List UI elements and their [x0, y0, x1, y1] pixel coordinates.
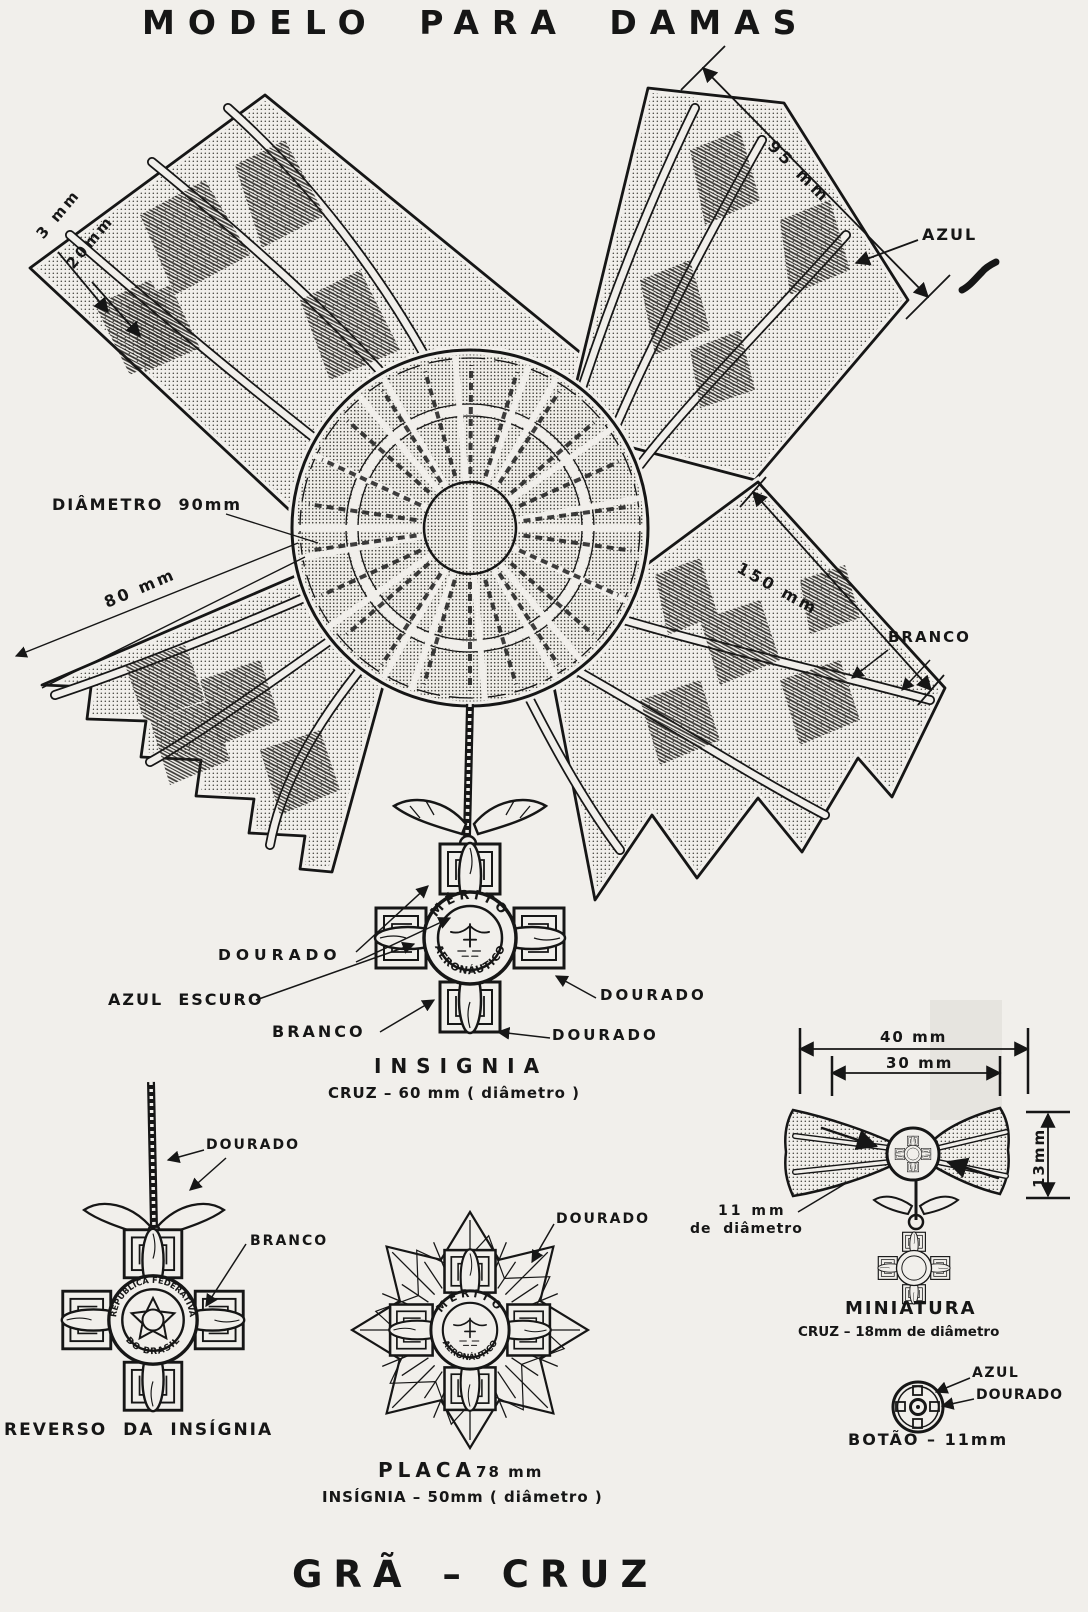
azul-botao-label: AZUL: [972, 1365, 1020, 1381]
dourado-right-upper-label: DOURADO: [600, 986, 707, 1004]
dim-11mm-label: 11 mm: [718, 1203, 787, 1219]
miniatura-subtitle: CRUZ – 18mm de diâmetro: [798, 1324, 1000, 1340]
branco-reverso-label: BRANCO: [250, 1233, 329, 1249]
diametro-90mm-label: DIÂMETRO 90mm: [52, 495, 243, 514]
reverso-title: REVERSO DA INSÍGNIA: [4, 1420, 274, 1440]
mini-bow-left-wing: [784, 1108, 897, 1198]
insignia-subtitle: CRUZ – 60 mm ( diâmetro ): [328, 1084, 580, 1102]
central-rosette: [287, 345, 653, 711]
placa-subtitle: INSÍGNIA – 50mm ( diâmetro ): [322, 1488, 603, 1506]
dourado-placa-label: DOURADO: [556, 1211, 651, 1227]
miniatura-drawing: [784, 1000, 1070, 1305]
insignia-reverse-drawing: REPÚBLICA FEDERATIVA DO BRASIL: [60, 1081, 247, 1413]
placa-drawing: MÉRITO AERONÁUTICO: [349, 1209, 591, 1451]
dim-30mm-label: 30 mm: [886, 1054, 954, 1072]
branco-right-label: BRANCO: [888, 628, 971, 646]
placa-size-text: 78 mm: [476, 1463, 544, 1481]
moire-patches: [95, 130, 860, 815]
dim-11mm-label-line2: de diâmetro: [690, 1221, 803, 1237]
botao-drawing: [891, 1377, 975, 1434]
dimension-lines-main: [14, 45, 1000, 706]
azul-label: AZUL: [922, 225, 978, 244]
placa-title-text: PLACA: [378, 1458, 477, 1482]
page-title: MODELO PARA DAMAS: [142, 3, 810, 42]
page-bottom-title: GRÃ – CRUZ: [292, 1553, 659, 1596]
azul-escuro-label: AZUL ESCURO: [108, 990, 264, 1009]
dourado-botao-label: DOURADO: [976, 1387, 1064, 1403]
wing-left: [391, 798, 468, 836]
branco-insignia-label: BRANCO: [272, 1022, 366, 1041]
dourado-right-lower-label: DOURADO: [552, 1026, 659, 1044]
dim-40mm-label: 40 mm: [880, 1028, 948, 1046]
ink-smudge: [958, 258, 1000, 294]
mini-bow-right-wing: [928, 1106, 1010, 1196]
dourado-reverso-label: DOURADO: [206, 1137, 301, 1153]
miniatura-title: MINIATURA: [845, 1298, 977, 1319]
placa-title: PLACA78 mm: [378, 1460, 543, 1480]
dim-13mm-label: 13mm: [1030, 1127, 1048, 1188]
botao-caption: BOTÃO – 11mm: [848, 1430, 1009, 1449]
insignia-front-drawing: MÉRITO AERONÁUTICO: [255, 703, 597, 1040]
dourado-left-label: DOURADO: [218, 946, 342, 964]
insignia-title: INSIGNIA: [374, 1054, 549, 1078]
wing-right: [472, 798, 549, 836]
